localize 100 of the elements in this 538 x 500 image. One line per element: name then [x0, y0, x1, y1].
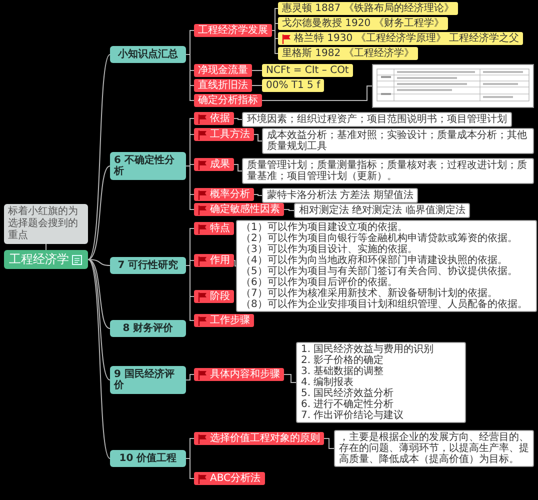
subtopic-label: 工程经济学发展: [198, 25, 268, 36]
list-item: 4. 编制报表: [301, 377, 354, 388]
subtopic-label: 直线折旧法: [198, 80, 248, 91]
note-box: [262, 64, 353, 77]
subtopic-box: [194, 254, 234, 267]
connector-line: [234, 118, 242, 120]
note-text: 戈尔德曼教授 1920 《财务工程学》: [282, 18, 444, 29]
topic-label: 6 不确定性分析: [114, 155, 176, 177]
note-box: [262, 79, 324, 92]
connector-line: [88, 259, 110, 380]
subtopic-label: 确定敏感性因素: [210, 204, 280, 215]
topic-box: [110, 257, 186, 274]
text-box: [294, 203, 470, 218]
note-box: [4, 204, 88, 244]
note-text: 惠灵顿 1887 《铁路布局的经济理论》: [282, 3, 454, 14]
subtopic-box: [194, 158, 234, 171]
list-item: （7）可以作为核准采用新技术、新设备研制计划的依据。: [241, 288, 498, 299]
list-item: （4）可以作为向当地政府和环保部门申请建设执照的依据。: [241, 255, 508, 266]
note-box: [278, 47, 418, 60]
connector-line: [88, 259, 110, 266]
subtopic-label: 依据: [210, 113, 230, 124]
subtopic-box: [194, 64, 252, 77]
list-item: 5. 国民经济效益分析: [301, 388, 395, 399]
topic-box: [110, 450, 186, 467]
note-text: 00% T1 5 f: [266, 80, 320, 91]
list-item: 1. 国民经济效益与费用的识别: [301, 344, 434, 355]
topic-label: 8 财务评价: [122, 323, 174, 334]
topic-box: [110, 320, 186, 337]
subtopic-label: 工作步骤: [210, 315, 250, 326]
list-item: （1）可以作为项目建设立项的依据。: [241, 222, 408, 233]
description-text: 环境因素；组织过程资产；项目范围说明书；项目管理计划: [247, 114, 507, 125]
subtopic-box: [194, 112, 234, 125]
subtopic-label: 净现金流量: [198, 65, 248, 76]
connector-line: [88, 54, 110, 260]
subtopic-box: [194, 24, 272, 37]
subtopic-box: [194, 432, 324, 445]
list-item: （8）可以作为企业安排项目计划和组织管理、人员配备的依据。: [241, 299, 528, 310]
topic-label: 10 价值工程: [119, 453, 177, 464]
connector-line: [234, 164, 242, 172]
note-text: NCFt = CIt – COt: [266, 65, 349, 76]
connector-line: [252, 85, 262, 86]
note-box: [278, 2, 458, 15]
connector-line: [88, 259, 110, 329]
connector-line: [272, 23, 278, 31]
note-text: 标着小红旗的为选择题会搜到的重点: [8, 206, 79, 242]
topic-box: [110, 152, 186, 180]
topic-box: [110, 366, 186, 394]
subtopic-label: 成果: [210, 159, 230, 170]
list-item: （2）可以作为项目向银行等金融机构申请贷款或筹资的依据。: [241, 233, 518, 244]
connector-line: [254, 194, 262, 196]
topic-label: 9 国民经济评价: [114, 369, 176, 391]
subtopic-box: [194, 128, 254, 141]
note-text: 里格斯 1982 《工程经济学》: [282, 48, 414, 59]
connector-line: [88, 259, 110, 459]
text-box: [242, 112, 512, 127]
subtopic-box: [194, 368, 284, 381]
connector-line: [252, 70, 262, 71]
description-text: 蒙特卡洛分析法 方差法 期望值法: [267, 190, 414, 201]
list-item: 6. 进行不确定性分析: [301, 399, 394, 410]
subtopic-label: 作用: [210, 255, 230, 266]
description-text: 质量管理计划；质量测量指标；质量核对表；过程改进计划；质量基准；项目管理计划（更新）。: [247, 160, 528, 182]
subtopic-label: 阶段: [210, 291, 230, 302]
subtopic-box: [194, 188, 254, 201]
connector-line: [324, 438, 334, 449]
connector-line: [186, 265, 194, 321]
subtopic-box: [194, 94, 262, 107]
description-text: ，主要是根据企业的发展方向、经营目的、存在的问题、薄弱环节，以提高生产率、提高质量、降低成本（提高价值）为目标。: [339, 432, 529, 465]
topic-label: 7 可行性研究: [118, 260, 178, 271]
subtopic-label: 选择价值工程对象的原则: [210, 433, 320, 444]
connector-line: [284, 209, 294, 211]
list-item: （5）可以作为项目与有关部门签订有关合同、协议提供依据。: [241, 266, 518, 277]
subtopic-label: 确定分析指标: [198, 95, 258, 106]
connector-line: [186, 54, 194, 101]
note-box: [278, 17, 448, 30]
text-box: [296, 342, 466, 423]
subtopic-box: [194, 222, 234, 235]
text-box: [242, 158, 534, 184]
list-item: 2. 影子价格的确定: [301, 355, 385, 366]
subtopic-box: [194, 314, 254, 327]
subtopic-box: [194, 203, 284, 216]
note-text: 格兰特 1930 《工程经济学原理》 工程经济学之父: [294, 33, 519, 44]
list-item: （3）可以作为项目设计、实施的依据。: [241, 244, 418, 255]
subtopic-box: [194, 79, 252, 92]
description-text: 相对测定法 绝对测定法 临界值测定法: [299, 205, 466, 216]
subtopic-label: 工具方法: [210, 129, 250, 140]
subtopic-label: ABC分析法: [210, 473, 261, 484]
list-item: 3. 基础数据的调整: [301, 366, 385, 377]
central-topic-box: [4, 250, 88, 269]
description-text: 成本效益分析；基准对照；实验设计；质量成本分析；其他质量规划工具: [267, 130, 528, 152]
connector-line: [234, 260, 236, 266]
connector-line: [272, 30, 278, 54]
subtopic-label: 概率分析: [210, 189, 250, 200]
connector-line: [254, 134, 262, 142]
picture: [372, 64, 534, 108]
text-box: [262, 128, 534, 154]
list-item: （6）可以作为项目后评价的依据。: [241, 277, 398, 288]
topic-box: [110, 46, 186, 63]
subtopic-label: 具体内容和步骤: [210, 369, 280, 380]
topic-label: 小知识点汇总: [118, 49, 178, 60]
text-box: [262, 188, 418, 203]
